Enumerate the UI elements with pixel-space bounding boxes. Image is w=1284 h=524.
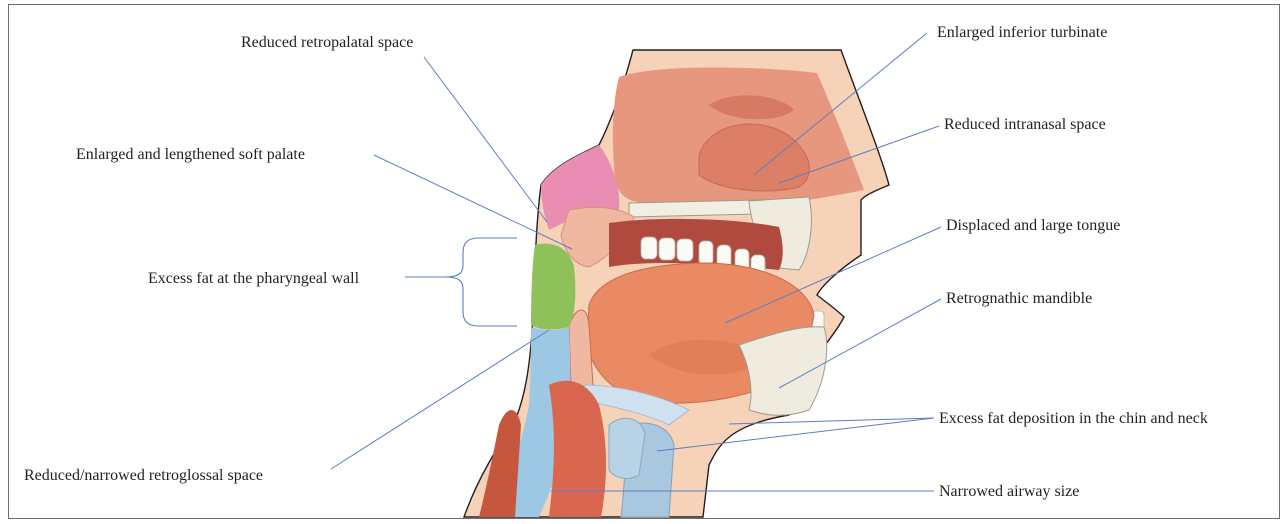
leader-chin-fat-b — [657, 418, 934, 451]
leader-soft-palate — [374, 155, 572, 249]
leader-mandible — [779, 299, 941, 388]
label-airway: Narrowed airway size — [939, 483, 1079, 501]
label-pharyngeal-fat: Excess fat at the pharyngeal wall — [148, 270, 359, 288]
pharyngeal-brace — [405, 238, 517, 326]
label-intranasal: Reduced intranasal space — [944, 116, 1106, 134]
leader-turbinate — [754, 33, 927, 175]
label-chin-neck-fat: Excess fat deposition in the chin and ne… — [939, 410, 1208, 428]
label-mandible: Retrognathic mandible — [946, 290, 1092, 308]
label-tongue: Displaced and large tongue — [946, 217, 1120, 235]
label-turbinate: Enlarged inferior turbinate — [937, 24, 1107, 42]
leader-retropalatal — [424, 57, 547, 222]
leader-lines — [9, 5, 1281, 520]
label-soft-palate: Enlarged and lengthened soft palate — [76, 146, 305, 164]
leader-tongue — [725, 227, 941, 323]
figure-frame: Reduced retropalatal space Enlarged and … — [8, 4, 1280, 519]
label-retropalatal: Reduced retropalatal space — [241, 34, 413, 52]
leader-chin-fat-a — [729, 418, 934, 424]
label-retroglossal: Reduced/narrowed retroglossal space — [24, 467, 263, 485]
leader-retroglossal — [331, 330, 549, 469]
